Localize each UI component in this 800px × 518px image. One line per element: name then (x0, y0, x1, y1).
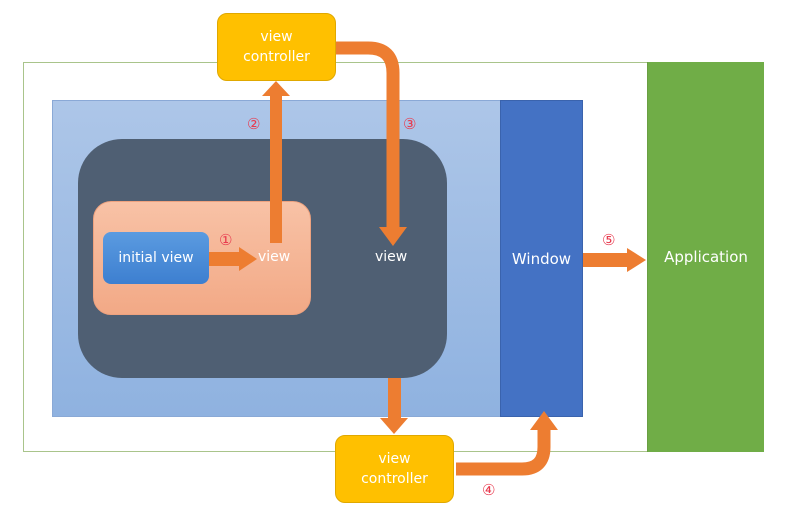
arrow-1-head (239, 247, 257, 271)
step-4-label: ④ (482, 481, 496, 499)
arrow-4-path (456, 428, 551, 476)
window-node: Window (500, 100, 583, 417)
arrow-2-shaft (270, 96, 282, 243)
step-5-label: ⑤ (602, 231, 616, 249)
arrow-2-head (262, 81, 290, 96)
application-node: Application (647, 62, 764, 452)
vc-top-line1: view (260, 29, 293, 45)
view-controller-bottom-node: view controller (335, 435, 454, 503)
view-outer-label: view (375, 249, 408, 265)
arrow-5-head (627, 248, 646, 272)
application-label: Application (664, 248, 748, 266)
arrow-down-shaft (388, 378, 401, 420)
vc-top-line2: controller (243, 49, 310, 65)
vc-bottom-line2: controller (361, 471, 428, 487)
vc-bottom-line1: view (378, 451, 411, 467)
initial-view-node: initial view (103, 232, 209, 284)
view-controller-top-node: view controller (217, 13, 336, 81)
step-2-label: ② (247, 115, 261, 133)
step-3-label: ③ (403, 115, 417, 133)
arrow-down-head (380, 418, 408, 434)
arrow-5-shaft (583, 253, 629, 267)
window-label: Window (511, 249, 572, 268)
arrow-1-shaft (209, 252, 241, 266)
initial-view-label: initial view (118, 250, 194, 266)
step-1-label: ① (219, 231, 233, 249)
arrow-3-path (336, 41, 400, 228)
view-inner-label: view (258, 249, 291, 265)
arrow-4-head (530, 411, 558, 430)
arrow-3-head (379, 227, 407, 246)
